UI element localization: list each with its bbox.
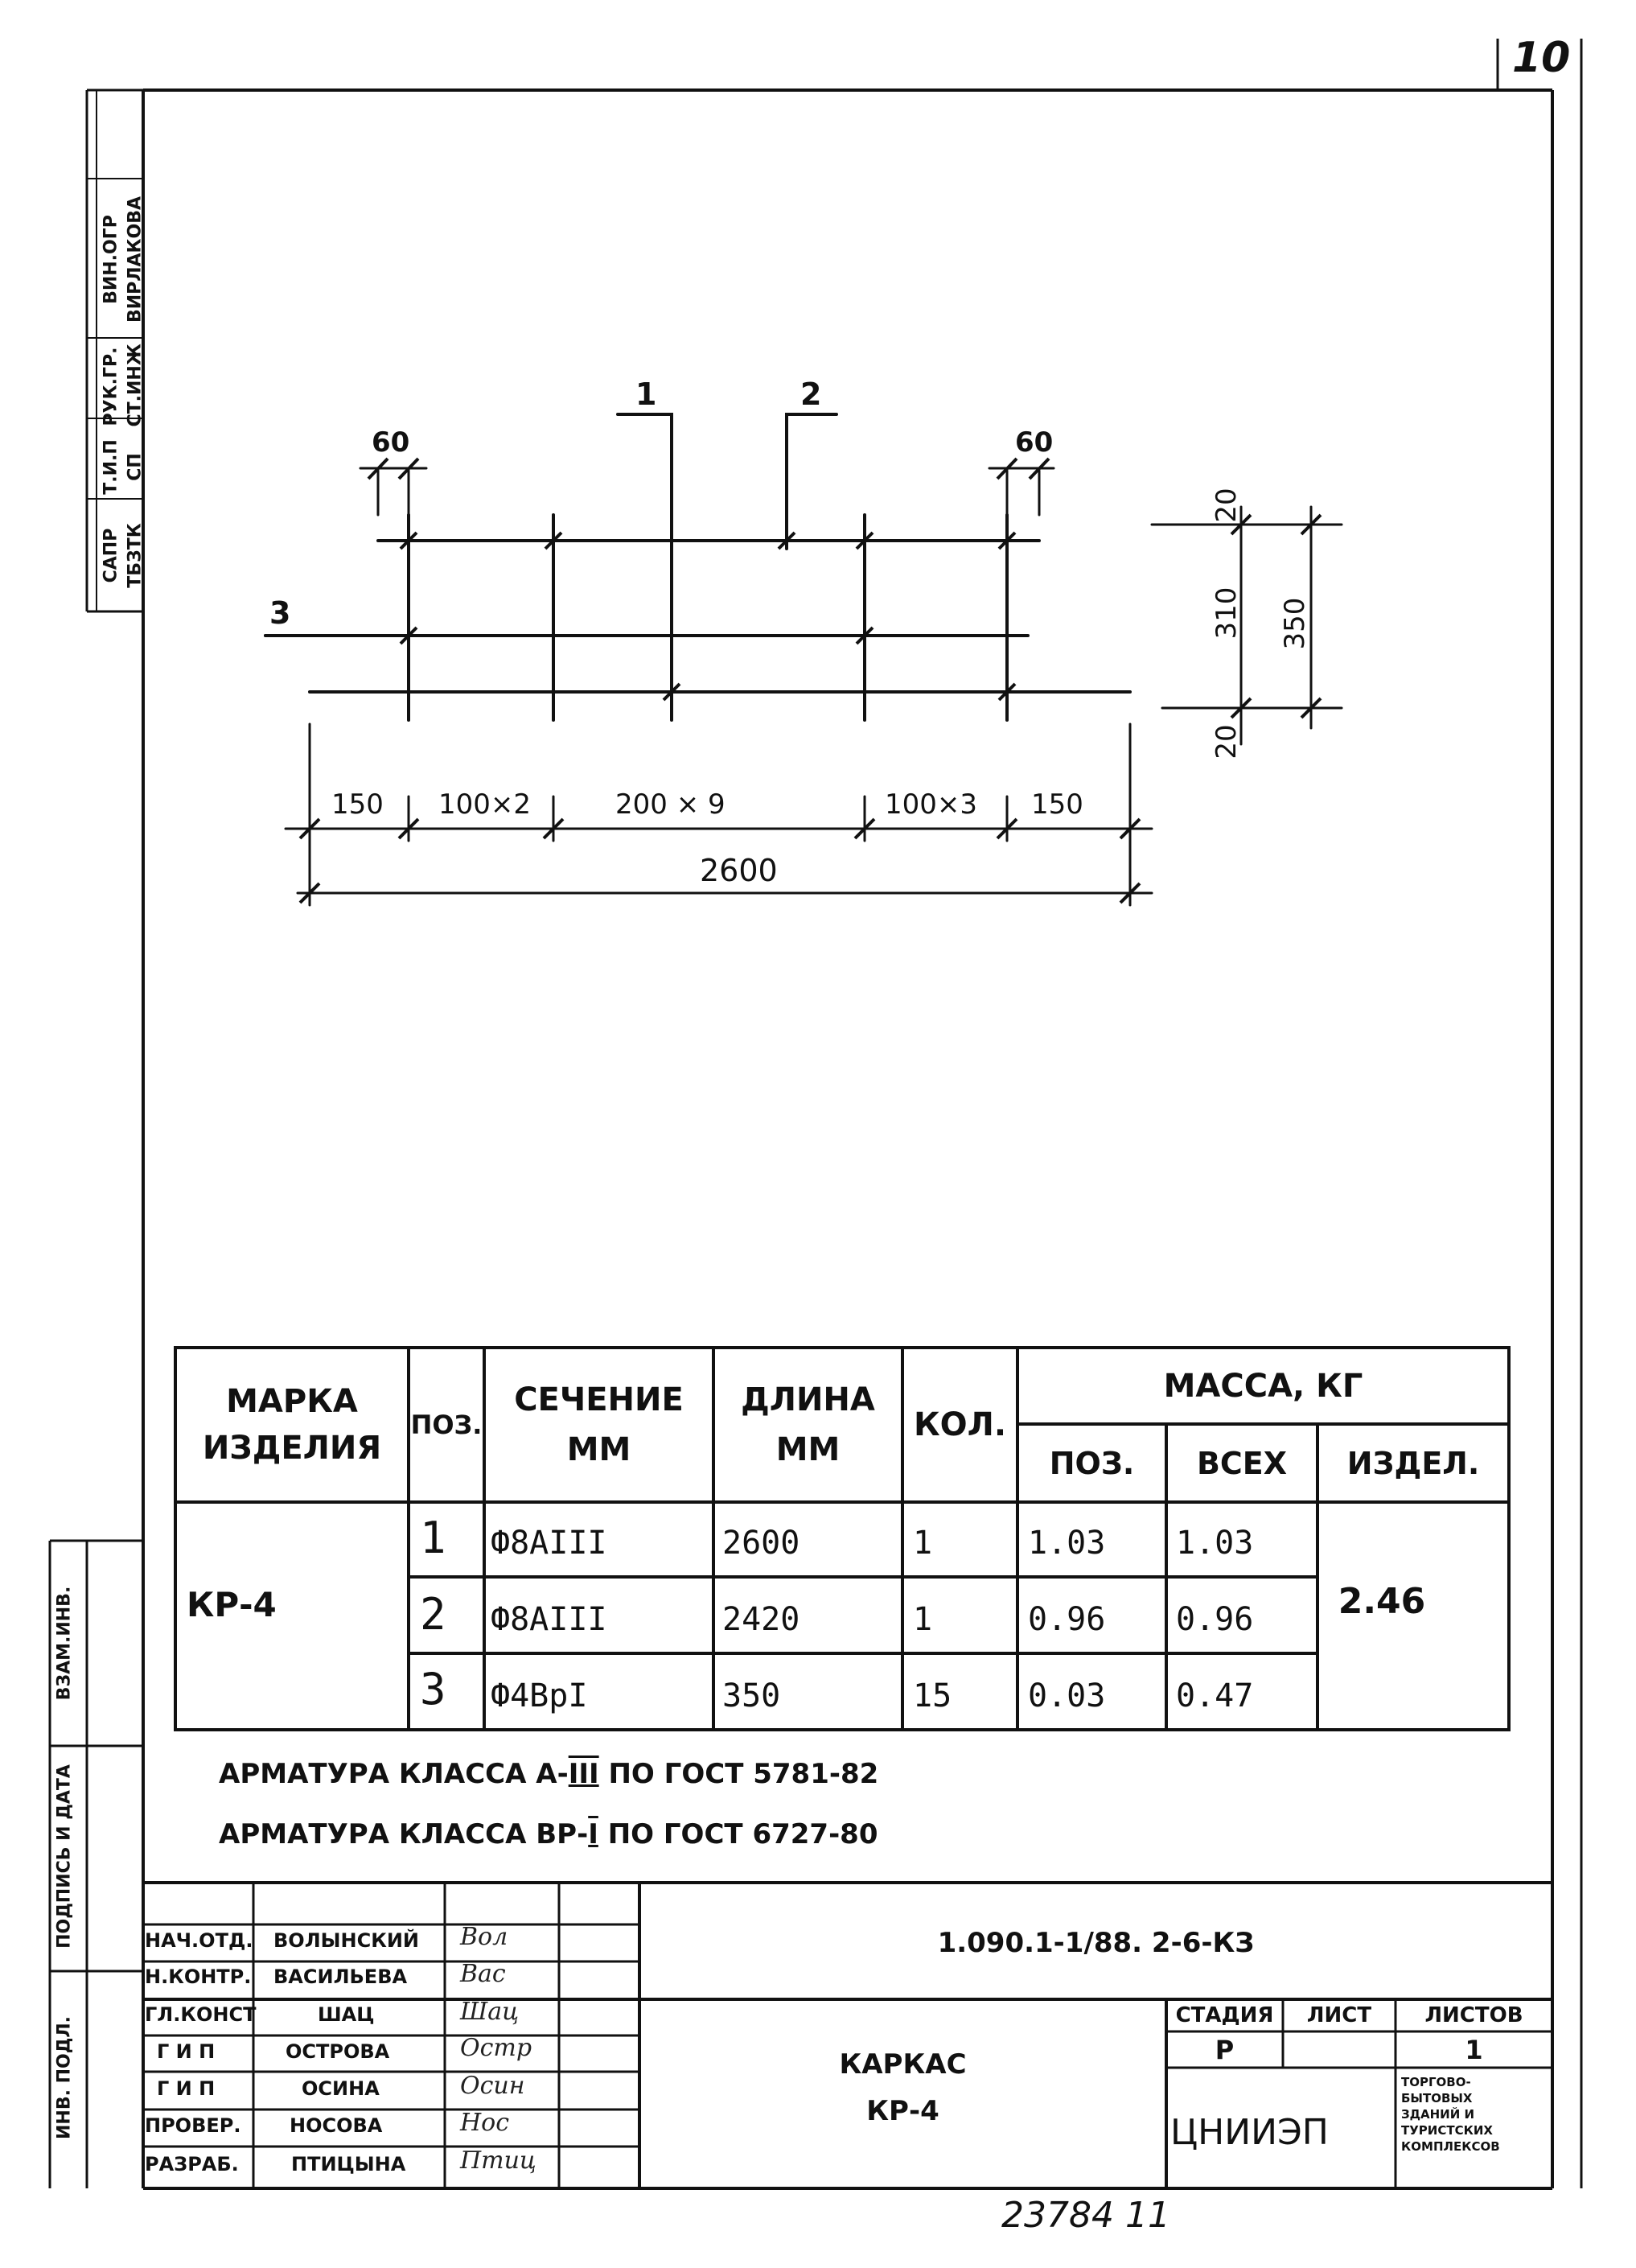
dim-label: 2600 (700, 853, 778, 888)
cell-length: 350 (722, 1677, 781, 1714)
cell-mass-pos: 0.03 (1028, 1677, 1106, 1714)
dim-label: 200 × 9 (615, 788, 726, 821)
header-mark-line1: МАРКА (226, 1383, 358, 1420)
staff-signature: Нос (460, 2109, 510, 2137)
staff-role: ПРОВЕР. (145, 2114, 241, 2137)
staff-name: ОСИНА (302, 2077, 380, 2100)
sheet-value (1283, 2031, 1396, 2068)
header-pos: ПОЗ. (410, 1410, 483, 1440)
cell-qty: 15 (913, 1677, 952, 1714)
footer-number: 23784 11 (1001, 2195, 1170, 2236)
stage-label: СТАДИЯ (1175, 2003, 1274, 2027)
reinforcement-drawing (264, 413, 1343, 907)
header-mark-line2: ИЗДЕЛИЯ (202, 1430, 382, 1467)
spec-table-grid (174, 1346, 1511, 1731)
staff-role: РАЗРАБ. (145, 2153, 239, 2175)
cell-section: Ф8АIII (491, 1525, 607, 1562)
drawing-title-line2: КР-4 (866, 2095, 939, 2127)
header-length-line2: ММ (775, 1431, 841, 1468)
organization-name: ЦНИИЭП (1170, 2112, 1329, 2153)
header-length: ДЛИНА ММ (713, 1348, 902, 1502)
staff-role: НАЧ.ОТД. (145, 1929, 253, 1952)
staff-signature: Шац (460, 1998, 520, 2026)
cell-mass-all: 0.96 (1176, 1601, 1254, 1638)
header-mass-all: ВСЕХ (1196, 1445, 1288, 1481)
note-class: I (588, 1818, 598, 1850)
note-prefix: АРМАТУРА КЛАССА А- (219, 1758, 569, 1790)
staff-name: НОСОВА (290, 2114, 383, 2137)
position-label-1: 1 (635, 377, 657, 412)
staff-role: Г И П (157, 2077, 216, 2100)
header-section: СЕЧЕНИЕ ММ (484, 1348, 713, 1502)
note-class: III (568, 1758, 599, 1790)
note-prefix: АРМАТУРА КЛАССА ВР- (219, 1818, 589, 1850)
staff-name: ВОЛЫНСКИЙ (273, 1929, 419, 1952)
org-sub-line: ТУРИСТСКИХ (1401, 2123, 1493, 2138)
dim-label: 60 (372, 426, 410, 459)
cell-section: Ф4ВрI (491, 1677, 588, 1714)
header-section-line1: СЕЧЕНИЕ (514, 1381, 684, 1418)
cell-mass-pos: 1.03 (1028, 1525, 1106, 1562)
dim-label: 100×3 (885, 788, 978, 821)
dim-label: 150 (331, 788, 384, 821)
cell-pos: 2 (420, 1589, 446, 1640)
cell-pos: 1 (420, 1513, 446, 1563)
dim-label: 150 (1031, 788, 1083, 821)
note-line: АРМАТУРА КЛАССА А-III ПО ГОСТ 5781-82 (219, 1758, 878, 1790)
staff-name: ШАЦ (318, 2003, 375, 2026)
staff-role: Г И П (157, 2040, 216, 2063)
staff-signature: Вол (460, 1923, 508, 1951)
dim-label: 100×2 (438, 788, 532, 821)
staff-signature: Птиц (460, 2147, 536, 2175)
header-mark: МАРКА ИЗДЕЛИЯ (175, 1348, 409, 1502)
note-suffix: ПО ГОСТ 5781-82 (598, 1758, 879, 1790)
drawing-title: КАРКАС КР-4 (639, 2027, 1166, 2148)
staff-role: Н.КОНТР. (145, 1965, 252, 1988)
header-qty: КОЛ. (913, 1406, 1007, 1443)
header-mass-item: ИЗДЕЛ. (1346, 1445, 1480, 1481)
note-suffix: ПО ГОСТ 6727-80 (598, 1818, 878, 1850)
sheets-label: ЛИСТОВ (1424, 2003, 1523, 2027)
org-sub-line: ЗДАНИЙ И (1401, 2107, 1475, 2122)
sheet-number: 10 (1512, 34, 1571, 82)
cell-mass-all: 0.47 (1176, 1677, 1254, 1714)
cell-item-mass: 2.46 (1338, 1580, 1426, 1622)
cell-qty: 1 (913, 1601, 933, 1638)
cell-section: Ф8АIII (491, 1601, 607, 1638)
dim-label: 60 (1015, 426, 1054, 459)
header-section-line2: ММ (566, 1431, 631, 1468)
organization-subtitle: ТОРГОВО- БЫТОВЫХ ЗДАНИЙ И ТУРИСТСКИХ КОМ… (1401, 2074, 1500, 2155)
staff-role: ГЛ.КОНСТ (145, 2003, 257, 2026)
sheet-label: ЛИСТ (1306, 2003, 1372, 2027)
staff-name: ОСТРОВА (286, 2040, 390, 2063)
cell-length: 2600 (722, 1525, 800, 1562)
cell-mass-all: 1.03 (1176, 1525, 1254, 1562)
cell-pos: 3 (420, 1664, 446, 1714)
position-label-3: 3 (269, 595, 291, 631)
cell-length: 2420 (722, 1601, 800, 1638)
drawing-title-line1: КАРКАС (839, 2048, 967, 2081)
staff-signature: Остр (460, 2034, 532, 2062)
staff-signature: Осин (460, 2072, 525, 2100)
org-sub-line: ТОРГОВО- (1401, 2075, 1471, 2089)
staff-name: ВАСИЛЬЕВА (273, 1965, 408, 1988)
position-label-2: 2 (800, 377, 822, 412)
stage-value: Р (1215, 2034, 1235, 2065)
org-sub-line: КОМПЛЕКСОВ (1401, 2139, 1500, 2154)
staff-signature: Вас (460, 1960, 506, 1988)
note-line: АРМАТУРА КЛАССА ВР-I ПО ГОСТ 6727-80 (219, 1818, 878, 1850)
sheets-value: 1 (1465, 2034, 1483, 2065)
header-mass: МАССА, КГ (1163, 1367, 1363, 1405)
header-length-line1: ДЛИНА (741, 1381, 875, 1418)
doc-code: 1.090.1-1/88. 2-6-КЗ (937, 1927, 1255, 1959)
header-mass-pos: ПОЗ. (1049, 1445, 1135, 1481)
cell-mark: КР-4 (187, 1585, 277, 1624)
staff-name: ПТИЦЫНА (291, 2153, 406, 2175)
org-sub-line: БЫТОВЫХ (1401, 2091, 1473, 2105)
cell-qty: 1 (913, 1525, 933, 1562)
cell-mass-pos: 0.96 (1028, 1601, 1106, 1638)
